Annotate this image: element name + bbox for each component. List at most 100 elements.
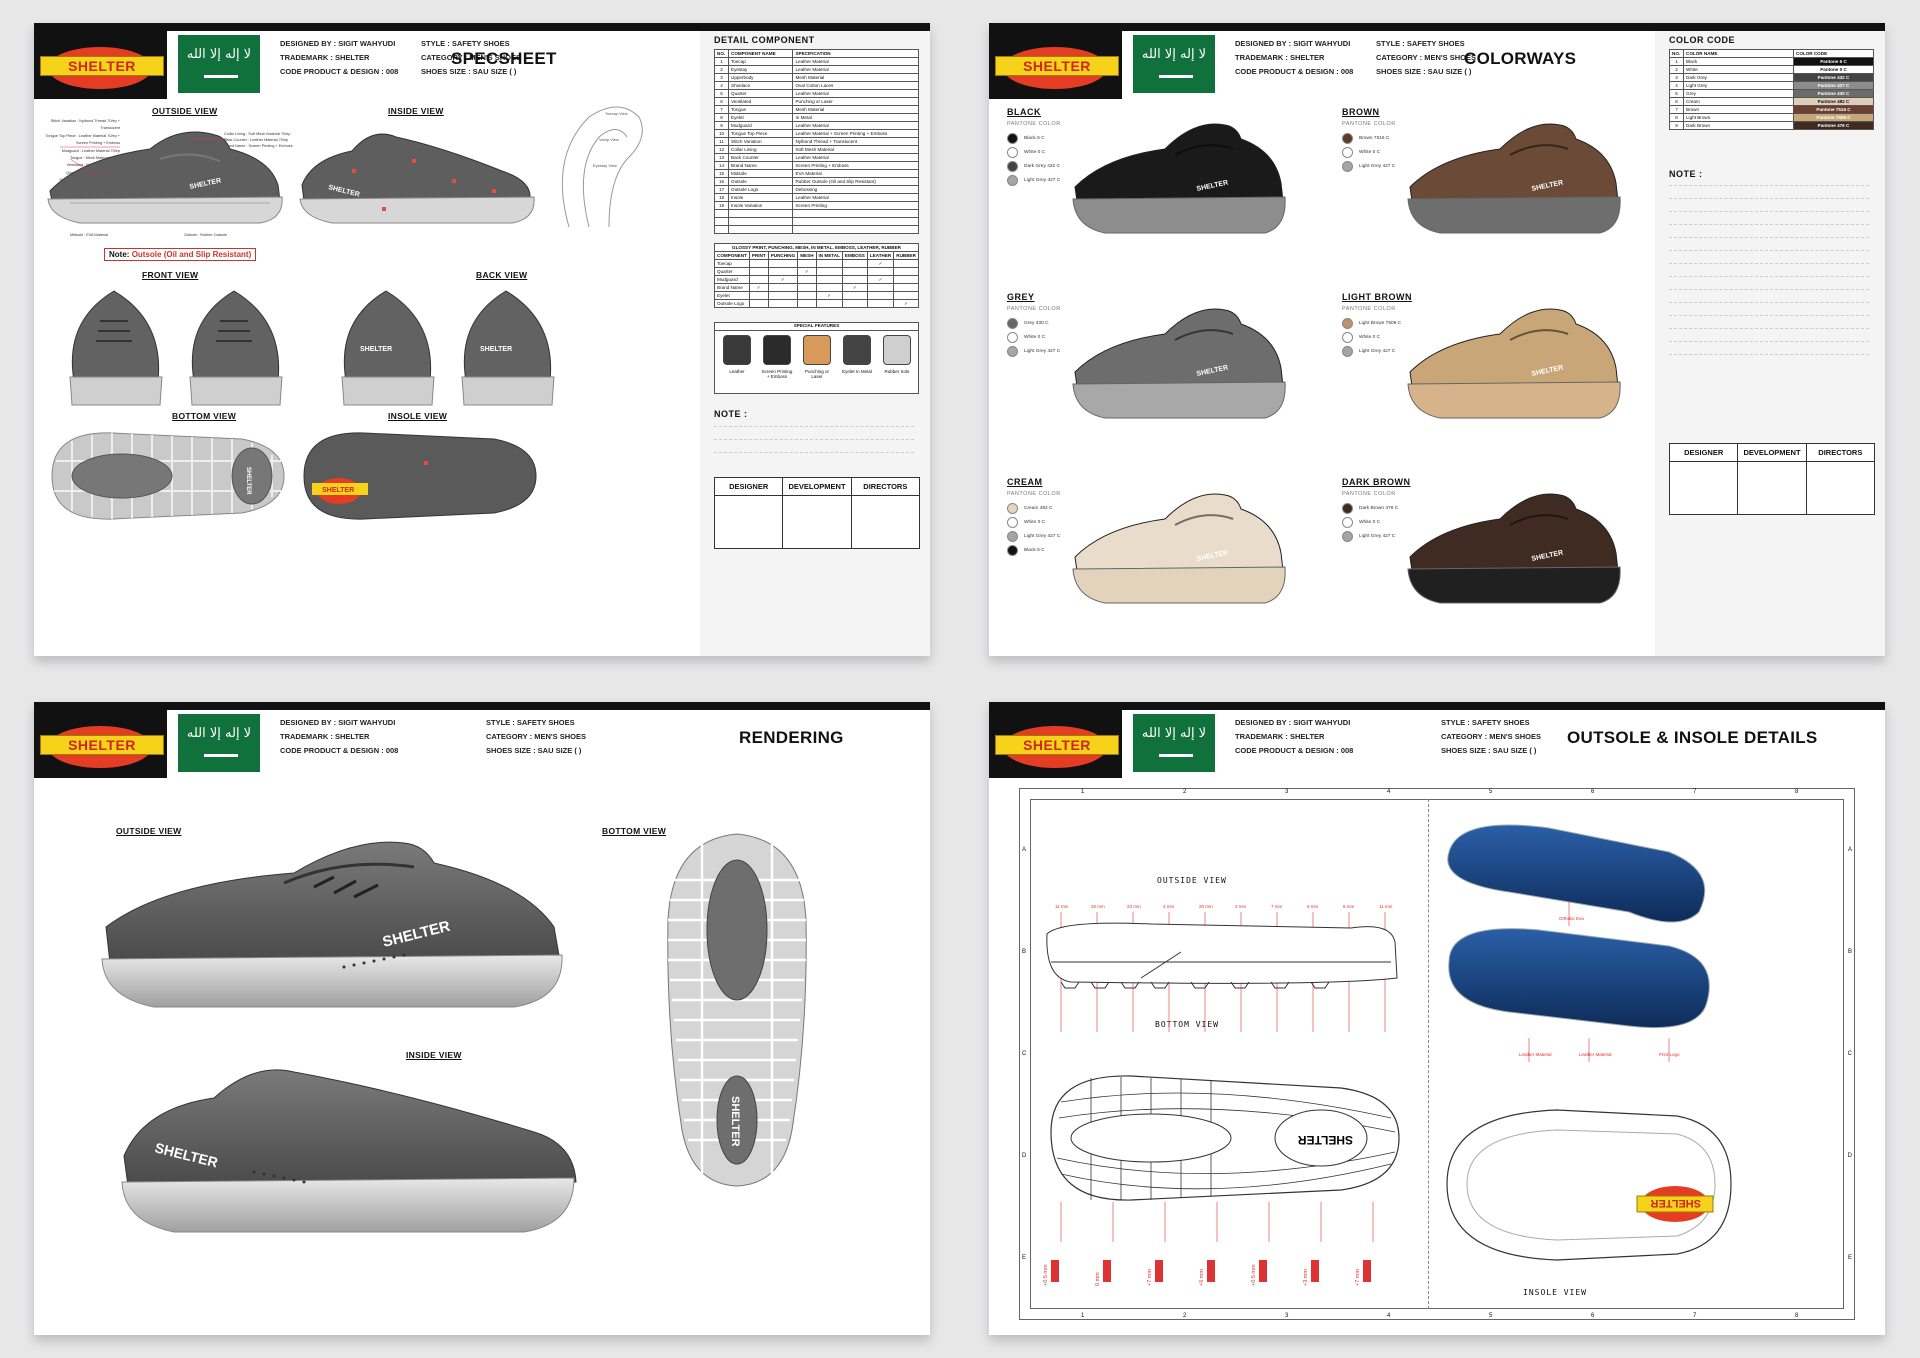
- grid-col-label: 3: [1285, 789, 1289, 795]
- pantone-label: PANTONE COLOR: [1342, 121, 1396, 127]
- pantone-swatch: Light Grey 427 C: [1342, 159, 1395, 173]
- callout-text: Tongue : Mesh Material 70/ep: [69, 156, 120, 161]
- special-feature-label: Eyelet In Metal: [842, 369, 872, 374]
- svg-text:SHELTER: SHELTER: [245, 467, 251, 495]
- table-cell: [748, 291, 769, 300]
- shoe-upper: [71, 290, 160, 382]
- table-cell: Eyelet: [727, 113, 794, 122]
- front-view-label: FRONT VIEW: [142, 270, 199, 280]
- laces: [1509, 329, 1569, 341]
- table-cell: [815, 259, 843, 268]
- table-cell: [748, 275, 769, 284]
- swatch-dot: [1007, 345, 1018, 357]
- table-cell: Ventilated: [727, 97, 794, 106]
- table-cell: Leather Material: [792, 89, 919, 98]
- swatch-dot: [1007, 146, 1018, 158]
- page-title: OUTSOLE & INSOLE DETAILS: [1567, 728, 1818, 747]
- table-cell: [727, 209, 794, 218]
- table-cell: Mudguard: [727, 121, 794, 130]
- table-cell: Mesh Material: [792, 105, 919, 114]
- color-code-cell: Pantone 432 C: [1793, 73, 1874, 82]
- sheet-header: SHELTER لا إله إلا الله DESIGNED BY : SI…: [34, 31, 930, 99]
- table-cell: Grey: [1683, 89, 1794, 98]
- table-row: [714, 209, 919, 218]
- colorway-title: GREY: [1007, 292, 1035, 302]
- swatch-label: Light Grey 427 C: [1359, 348, 1396, 354]
- table-cell: 8: [1669, 113, 1684, 122]
- saudi-flag: لا إله إلا الله: [1133, 714, 1215, 772]
- laces: [1174, 144, 1234, 156]
- inside-render: SHELTER: [121, 1069, 577, 1233]
- table-cell: 2: [714, 65, 729, 74]
- pantone-label: PANTONE COLOR: [1007, 306, 1061, 312]
- swatch-label: Light Brown 7509 C: [1359, 320, 1402, 326]
- swatch-dot: [1342, 146, 1353, 158]
- pantone-label: PANTONE COLOR: [1007, 491, 1061, 497]
- table-cell: [815, 275, 843, 284]
- insole-callout-label: Print Logo: [1659, 1052, 1680, 1057]
- outside-view-label: OUTSIDE VIEW: [116, 826, 182, 836]
- dimension-label: 11 mm: [1379, 904, 1393, 909]
- table-cell: [815, 299, 843, 308]
- section-profile: [1103, 1260, 1111, 1282]
- dimension-label: +5 mm: [1199, 1269, 1205, 1286]
- table-cell: Brown: [1683, 105, 1794, 114]
- swatch-label: Grey 430 C: [1024, 320, 1049, 326]
- table-cell: Leather Material: [792, 65, 919, 74]
- table-cell: 4: [714, 81, 729, 90]
- grid-col-label: 7: [1693, 789, 1697, 795]
- brand-logo: SHELTER: [989, 31, 1122, 99]
- grid-row-label: D: [1847, 1153, 1852, 1159]
- grid-row-label: B: [1847, 949, 1852, 955]
- dimension-label: 23 mm: [1127, 904, 1141, 909]
- shoe-upper: [1074, 308, 1284, 387]
- swatch-dot: [1007, 331, 1018, 343]
- top-bar: [989, 702, 1885, 710]
- svg-text:SHELTER: SHELTER: [729, 1096, 741, 1147]
- table-cell: [797, 283, 817, 292]
- outside-render: SHELTER: [101, 841, 563, 1008]
- color-code-title: COLOR CODE: [1669, 35, 1736, 45]
- signature-table: DESIGNER DEVELOPMENT DIRECTORS: [714, 477, 920, 549]
- shoe-sole: [1407, 566, 1621, 604]
- table-cell: Mesh Material: [792, 73, 919, 82]
- section-profile: [1363, 1260, 1371, 1282]
- table-header: NO.: [714, 49, 729, 58]
- table-cell: [841, 299, 868, 308]
- grid-col-label: 4: [1387, 1313, 1391, 1319]
- sheet-header: SHELTER لا إله إلا الله DESIGNED BY : SI…: [989, 31, 1885, 99]
- table-cell: ✓: [893, 299, 919, 308]
- pantone-swatch: White 0 C: [1007, 145, 1045, 159]
- note-line: [1669, 302, 1869, 303]
- swatch-dot: [1342, 502, 1353, 514]
- table-cell: [727, 225, 794, 234]
- shoe-upper: [1074, 493, 1284, 572]
- table-cell: Insole: [727, 193, 794, 202]
- table-cell: [797, 275, 817, 284]
- special-feature-swatch: [763, 335, 791, 365]
- bottom-view-label: BOTTOM VIEW: [172, 411, 237, 421]
- table-cell: Leather Material: [792, 121, 919, 130]
- swatch-label: White 0 C: [1024, 519, 1046, 525]
- table-header: NO.: [1669, 49, 1684, 58]
- swatch-label: Dark Brown 476 C: [1359, 505, 1399, 511]
- colorway-shoe: SHELTER: [1072, 308, 1286, 419]
- inside-view-label: INSIDE VIEW: [406, 1050, 462, 1060]
- shoe-upper: [463, 290, 552, 382]
- pantone-swatch: Dark Brown 476 C: [1342, 501, 1398, 515]
- table-header: SPECIFICATION: [792, 49, 919, 58]
- grid-row-label: B: [1022, 949, 1027, 955]
- table-cell: ✓: [767, 275, 799, 284]
